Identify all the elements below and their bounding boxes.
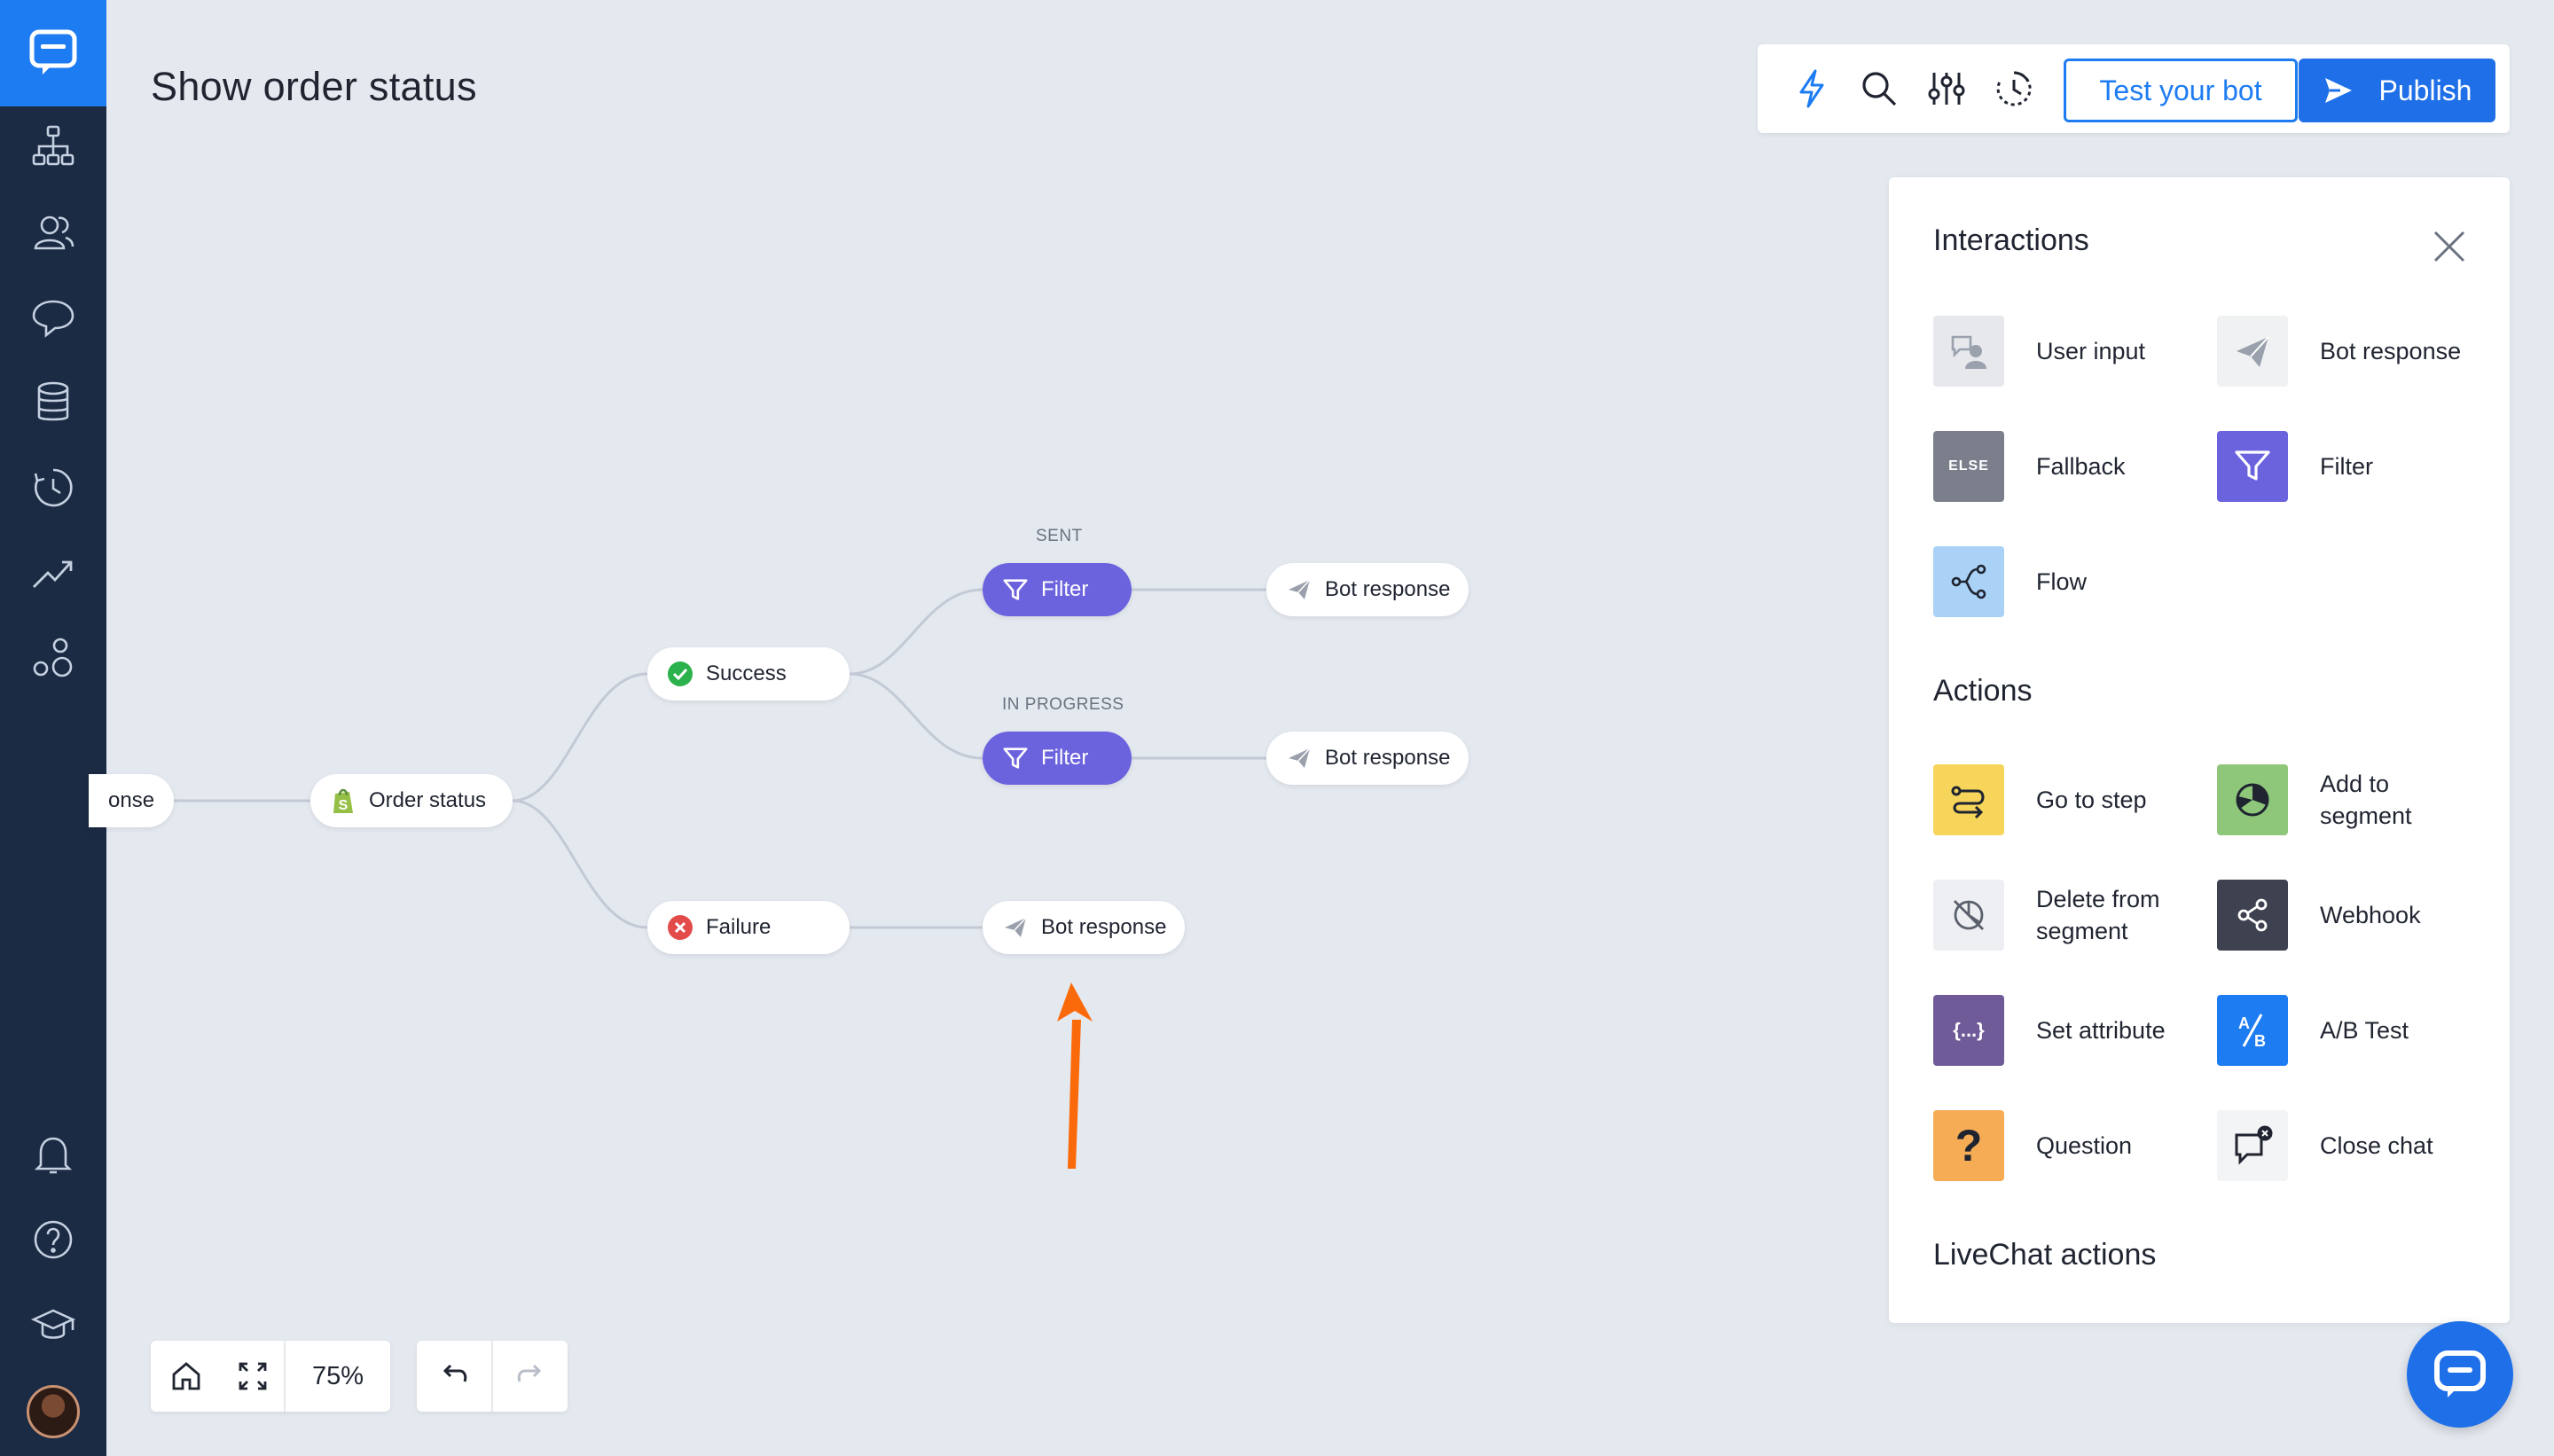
node-label: Failure xyxy=(706,915,772,939)
interaction-filter[interactable]: Filter xyxy=(2217,431,2501,502)
bot-response-node-partial[interactable]: onse xyxy=(89,774,174,827)
chat-launcher-button[interactable] xyxy=(2407,1321,2513,1428)
filter-icon xyxy=(1002,745,1029,771)
segment-icon xyxy=(2217,764,2288,835)
paper-plane-icon xyxy=(2217,316,2288,387)
filter-icon xyxy=(2217,431,2288,502)
paper-plane-icon xyxy=(1286,576,1312,603)
question-icon: ? xyxy=(1933,1110,2004,1181)
interaction-user-input[interactable]: User input xyxy=(1933,316,2217,387)
branch-label-sent: SENT xyxy=(1036,527,1083,545)
send-icon xyxy=(2324,78,2352,103)
svg-text:A: A xyxy=(2238,1014,2250,1032)
close-chat-icon xyxy=(2217,1110,2288,1181)
top-toolbar: Test your bot Publish xyxy=(1758,44,2510,133)
flow-icon xyxy=(1933,546,2004,617)
interaction-flow[interactable]: Flow xyxy=(1933,546,2217,617)
bot-response-node-in-progress[interactable]: Bot response xyxy=(1266,732,1469,785)
divider xyxy=(284,1341,286,1412)
node-label: Bot response xyxy=(1041,915,1167,939)
avatar[interactable] xyxy=(27,1385,80,1438)
order-status-node[interactable]: S Order status xyxy=(310,774,513,827)
interaction-fallback[interactable]: ELSE Fallback xyxy=(1933,431,2217,502)
action-add-to-segment[interactable]: Add to segment xyxy=(2217,764,2501,835)
bot-response-node-sent[interactable]: Bot response xyxy=(1266,563,1469,616)
interaction-bot-response[interactable]: Bot response xyxy=(2217,316,2501,387)
home-icon[interactable] xyxy=(151,1341,222,1412)
sliders-icon[interactable] xyxy=(1923,65,1970,113)
integrations-icon[interactable] xyxy=(27,631,80,685)
filter-node-sent[interactable]: Filter xyxy=(983,563,1132,616)
sidebar xyxy=(0,0,106,1456)
history-controls xyxy=(417,1341,568,1412)
filter-icon xyxy=(1002,576,1029,603)
node-label: Bot response xyxy=(1325,577,1451,601)
publish-button[interactable]: Publish xyxy=(2299,59,2495,122)
svg-text:B: B xyxy=(2254,1032,2266,1050)
paper-plane-icon xyxy=(1286,745,1312,771)
action-question[interactable]: ? Question xyxy=(1933,1110,2217,1181)
chat-icon xyxy=(2434,1350,2486,1397)
action-go-to-step[interactable]: Go to step xyxy=(1933,764,2217,835)
fit-screen-icon[interactable] xyxy=(222,1341,284,1412)
failure-node[interactable]: Failure xyxy=(647,901,850,954)
undo-icon[interactable] xyxy=(417,1341,491,1412)
node-label: Bot response xyxy=(1325,746,1451,770)
check-circle-icon xyxy=(667,661,693,687)
chat-bubble-icon[interactable] xyxy=(27,291,80,344)
divider xyxy=(491,1341,493,1412)
go-to-step-icon xyxy=(1933,764,2004,835)
actions-heading: Actions xyxy=(1933,674,2033,708)
webhook-icon xyxy=(2217,880,2288,951)
livechat-actions-heading: LiveChat actions xyxy=(1933,1238,2157,1272)
node-label: onse xyxy=(108,788,155,812)
help-icon[interactable] xyxy=(27,1213,80,1266)
node-label: Order status xyxy=(369,788,487,812)
delete-segment-icon xyxy=(1933,880,2004,951)
bot-response-node-failure[interactable]: Bot response xyxy=(983,901,1185,954)
logo-chat-icon[interactable] xyxy=(0,0,106,106)
lightning-icon[interactable] xyxy=(1788,65,1836,113)
users-icon[interactable] xyxy=(27,206,80,259)
user-input-icon xyxy=(1933,316,2004,387)
braces-icon: {...} xyxy=(1933,995,2004,1066)
canvas-view-controls: 75% xyxy=(151,1341,390,1412)
page-title: Show order status xyxy=(151,64,477,109)
history-icon[interactable] xyxy=(1990,65,2038,113)
success-node[interactable]: Success xyxy=(647,647,850,701)
interactions-heading: Interactions xyxy=(1933,223,2089,257)
action-close-chat[interactable]: Close chat xyxy=(2217,1110,2501,1181)
database-icon[interactable] xyxy=(27,376,80,429)
error-circle-icon xyxy=(667,914,693,941)
action-delete-from-segment[interactable]: Delete from segment xyxy=(1933,880,2217,951)
clock-icon[interactable] xyxy=(27,461,80,514)
search-icon[interactable] xyxy=(1855,65,1903,113)
interactions-panel: Interactions User input Bot response ELS… xyxy=(1889,177,2510,1323)
trend-icon[interactable] xyxy=(27,546,80,599)
shopify-icon: S xyxy=(330,787,356,814)
zoom-level[interactable]: 75% xyxy=(311,1361,364,1390)
academy-icon[interactable] xyxy=(27,1298,80,1351)
node-label: Success xyxy=(706,661,787,685)
node-label: Filter xyxy=(1041,577,1089,601)
action-set-attribute[interactable]: {...} Set attribute xyxy=(1933,995,2217,1066)
paper-plane-icon xyxy=(1002,914,1029,941)
close-icon[interactable] xyxy=(2430,227,2469,266)
org-chart-icon[interactable] xyxy=(27,120,80,173)
test-bot-button[interactable]: Test your bot xyxy=(2064,59,2298,122)
redo-icon[interactable] xyxy=(493,1341,568,1412)
else-icon: ELSE xyxy=(1933,431,2004,502)
svg-text:S: S xyxy=(339,798,349,813)
branch-label-in-progress: IN PROGRESS xyxy=(1002,695,1124,714)
bell-icon[interactable] xyxy=(27,1128,80,1181)
filter-node-in-progress[interactable]: Filter xyxy=(983,732,1132,785)
action-webhook[interactable]: Webhook xyxy=(2217,880,2501,951)
node-label: Filter xyxy=(1041,746,1089,770)
publish-label: Publish xyxy=(2378,74,2472,106)
